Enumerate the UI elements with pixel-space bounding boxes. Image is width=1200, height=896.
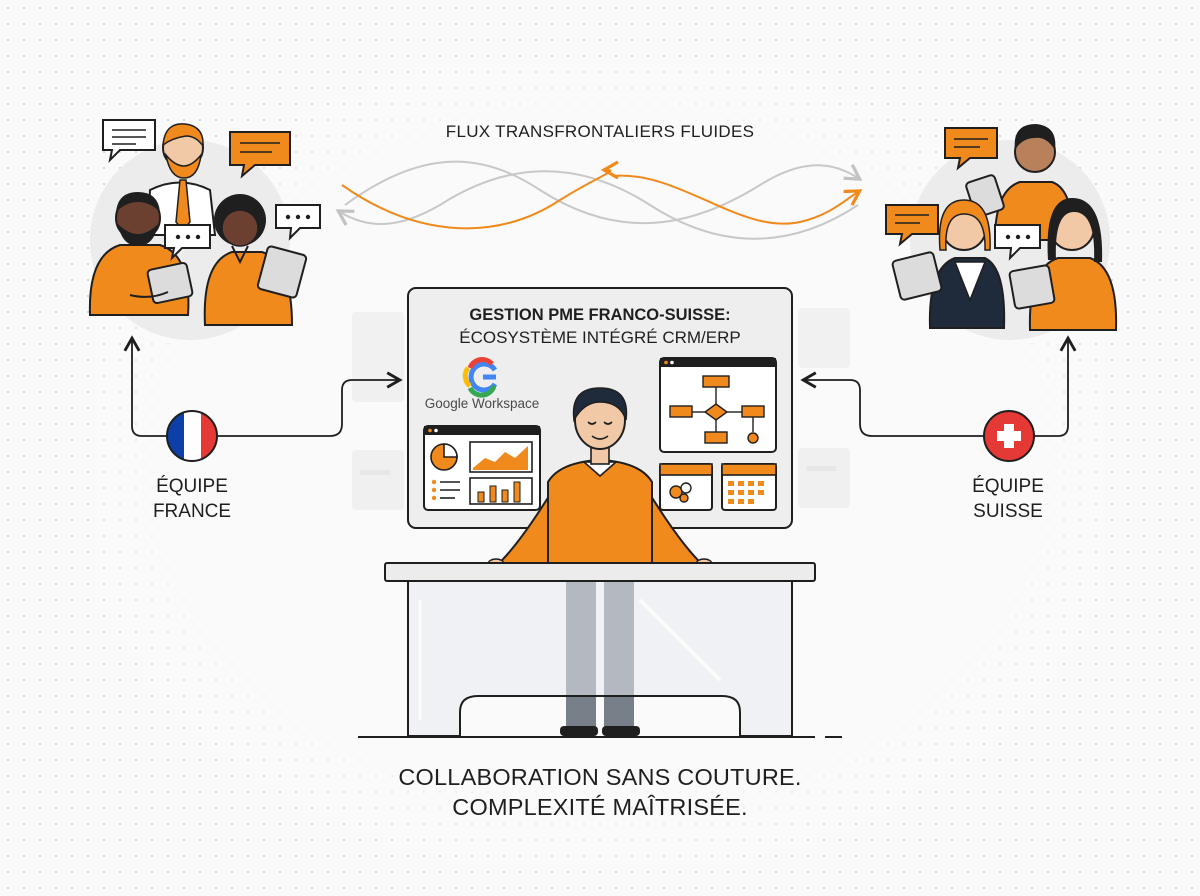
team-suisse-line2: SUISSE	[973, 501, 1043, 522]
ellipsis-bubble-icon	[164, 224, 211, 262]
france-flag-icon	[166, 410, 218, 462]
team-suisse-group	[885, 124, 1118, 340]
speech-bubble-icon	[885, 204, 939, 247]
flow-wave-orange-1	[341, 160, 619, 230]
arrow-france-to-team	[123, 335, 167, 437]
google-logo-icon	[462, 357, 498, 398]
glass-desk	[358, 562, 842, 738]
speech-bubble-icon	[102, 119, 156, 164]
flow-wave-orange-2	[611, 174, 863, 225]
arrow-suisse-to-panel	[800, 371, 985, 437]
team-france-group	[88, 119, 321, 340]
tablet-icon	[891, 251, 943, 301]
cross-border-flow-waves	[335, 160, 863, 240]
connector-arrows	[123, 335, 1077, 437]
bar-chart-icon	[469, 477, 533, 505]
panel-title: GESTION PME FRANCO-SUISSE:	[469, 306, 731, 324]
tablet-icon	[146, 261, 194, 305]
pie-chart-icon	[430, 443, 458, 471]
team-suisse-label: ÉQUIPE SUISSE	[938, 474, 1078, 524]
tablet-icon	[256, 245, 308, 299]
tablet-icon	[1008, 264, 1056, 310]
flow-label: FLUX TRANSFRONTALIERS FLUIDES	[445, 122, 755, 141]
team-france-line1: ÉQUIPE	[156, 476, 228, 497]
tagline-line2: COMPLEXITÉ MAÎTRISÉE.	[452, 794, 748, 820]
flowchart-icon	[659, 357, 777, 453]
team-suisse-line1: ÉQUIPE	[972, 476, 1044, 497]
tagline: COLLABORATION SANS COUTURE. COMPLEXITÉ M…	[300, 762, 900, 822]
person-fr-right	[203, 194, 308, 326]
swiss-flag-icon	[983, 410, 1035, 462]
speech-bubble-icon	[944, 127, 998, 171]
calendar-icon	[721, 463, 777, 511]
person-ch-right	[1008, 197, 1118, 331]
tagline-line1: COLLABORATION SANS COUTURE.	[398, 764, 802, 790]
ellipsis-bubble-icon	[994, 224, 1041, 261]
arrow-france-to-panel	[218, 371, 403, 437]
google-workspace-label: Google Workspace	[424, 396, 540, 411]
team-france-line2: FRANCE	[152, 501, 232, 522]
person-ch-left	[891, 199, 1006, 329]
team-france-label: ÉQUIPE FRANCE	[122, 474, 262, 524]
person-fr-back	[146, 123, 217, 236]
flow-wave-grey-1	[344, 160, 863, 225]
analytics-window	[423, 425, 541, 511]
arrow-suisse-to-team	[1034, 335, 1077, 437]
flow-wave-grey-2	[335, 170, 859, 240]
person-fr-left	[88, 192, 194, 316]
calendar-icon	[659, 463, 713, 511]
panel-subtitle: ÉCOSYSTÈME INTÉGRÉ CRM/ERP	[459, 328, 741, 347]
speech-bubble-icon	[229, 131, 291, 179]
ellipsis-bubble-icon	[275, 204, 321, 241]
